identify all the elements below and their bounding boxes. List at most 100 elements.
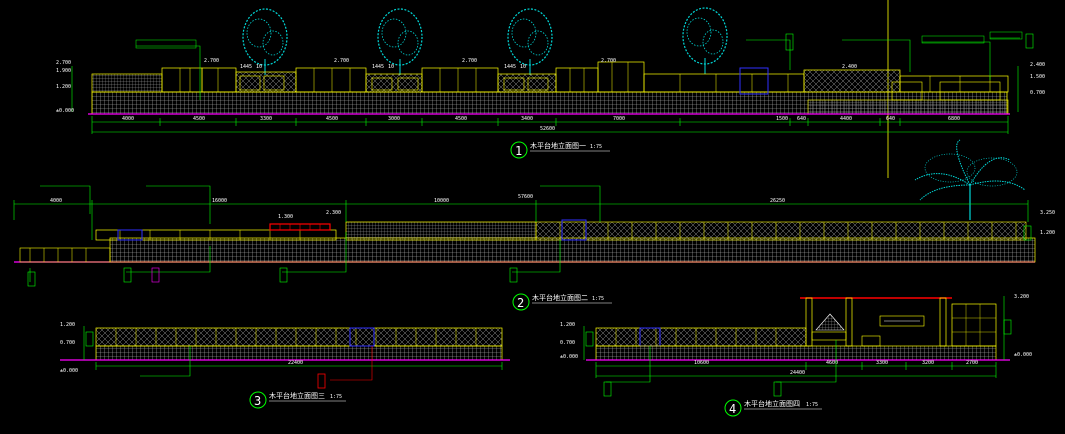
- dim-label: 57600: [518, 194, 533, 200]
- highlight-frame: [117, 229, 143, 241]
- dim-label: 7000: [613, 116, 625, 122]
- elevation-view-4: 10600 4600 3300 3200 2700 24400 1.200 0.…: [560, 294, 1032, 417]
- view-title: 木平台地立面图一: [530, 141, 586, 150]
- top-dim-label: 2.700: [204, 58, 219, 64]
- top-dim-label: 10: [256, 64, 262, 70]
- top-dim-label: 1445: [372, 64, 384, 70]
- masonry-base-right: [807, 99, 1009, 115]
- detail-mark: [27, 271, 36, 287]
- top-dim-label: 2.700: [462, 58, 477, 64]
- top-dim-label: 1445: [504, 64, 516, 70]
- view-number-circle: [249, 391, 267, 409]
- elevation-view-1: 4000 4500 3300 4500 3000 4500 3400 7000 …: [56, 31, 1045, 159]
- top-dim-label: 10: [520, 64, 526, 70]
- fence-panel: [95, 327, 503, 347]
- level-label: 1.200: [56, 84, 71, 90]
- level-label: 1.200: [560, 322, 575, 328]
- level-label: ±0.000: [60, 368, 78, 374]
- dim-label: 22400: [288, 360, 303, 366]
- masonry-base: [95, 345, 503, 361]
- view-title: 木平台地立面图三: [269, 391, 325, 400]
- glass-panels: [239, 75, 1001, 101]
- leader-lines: [606, 340, 837, 383]
- leader-lines: [29, 185, 601, 282]
- leader-lines: [136, 37, 1020, 100]
- level-label: ±0.000: [56, 108, 74, 114]
- level-label: 3.250: [1040, 210, 1055, 216]
- tree-icon: [377, 8, 423, 75]
- view-scale: 1:75: [330, 394, 342, 400]
- top-dim-label: 2.400: [842, 64, 857, 70]
- top-dim-label: 2.700: [334, 58, 349, 64]
- dim-label: 4500: [326, 116, 338, 122]
- palm-tree-icon: [914, 139, 1026, 220]
- dim-label: 4000: [122, 116, 134, 122]
- elevation-view-3: 22400 1.200 0.700 ±0.000 3 木平台地立面图三 1:75: [60, 322, 510, 409]
- masonry-base: [595, 345, 997, 361]
- view-number-circle: [512, 293, 530, 311]
- top-dim-label: 2.300: [326, 210, 341, 216]
- top-dim-label: 1.300: [278, 214, 293, 220]
- view-scale: 1:75: [592, 296, 604, 302]
- view-scale: 1:75: [806, 402, 818, 408]
- tree-icon: [507, 8, 553, 75]
- detail-mark: [317, 373, 326, 389]
- dim-label: 3200: [922, 360, 934, 366]
- detail-mark: [773, 381, 782, 397]
- detail-mark: [1023, 225, 1032, 241]
- dim-label: 3300: [260, 116, 272, 122]
- total-dim-label: 52600: [540, 126, 555, 132]
- view-number: 2: [517, 296, 524, 310]
- fence-modules: [91, 61, 1009, 93]
- leader-box: [989, 31, 1023, 40]
- leader-lines: [140, 346, 373, 381]
- detail-mark: [1025, 33, 1034, 49]
- dim-label: 2700: [966, 360, 978, 366]
- view-number: 1: [515, 144, 522, 158]
- top-dim-label: 2.700: [601, 58, 616, 64]
- view-number: 4: [729, 402, 736, 416]
- leader-box: [921, 35, 985, 44]
- highlight-frame: [349, 327, 375, 347]
- dim-label: 640: [797, 116, 806, 122]
- dim-label: 4000: [50, 198, 62, 204]
- detail-mark: [151, 267, 160, 283]
- dim-label: 4500: [193, 116, 205, 122]
- dim-label: 10600: [694, 360, 709, 366]
- level-label: 2.400: [1030, 62, 1045, 68]
- detail-mark: [785, 33, 794, 51]
- detail-mark: [585, 331, 594, 347]
- level-label: 1.500: [1030, 74, 1045, 80]
- level-label: 0.700: [60, 340, 75, 346]
- view-title: 木平台地立面图二: [532, 293, 588, 302]
- level-label: 0.700: [560, 340, 575, 346]
- detail-mark: [1003, 319, 1012, 335]
- view-number: 3: [254, 394, 261, 408]
- level-label: ±0.000: [1014, 352, 1032, 358]
- dim-label: 4600: [826, 360, 838, 366]
- detail-mark: [509, 267, 518, 283]
- leader-box: [135, 39, 197, 49]
- level-label: 2.700: [56, 60, 71, 66]
- level-label: 1.200: [60, 322, 75, 328]
- dim-label: 10000: [434, 198, 449, 204]
- top-dim-label: 10: [388, 64, 394, 70]
- level-label: 1.200: [1040, 230, 1055, 236]
- detail-mark: [123, 267, 132, 283]
- dim-label: 16000: [212, 198, 227, 204]
- elevation-view-2: 4000 16000 10000 57600 26250 1.300 2.300…: [13, 185, 1055, 311]
- view-scale: 1:75: [590, 144, 602, 150]
- fence-panel: [595, 327, 807, 347]
- level-label: 1.900: [56, 68, 71, 74]
- fence-modules: [535, 221, 1027, 241]
- tree-group: [242, 7, 1026, 220]
- screen-wall: [345, 221, 537, 241]
- dim-label: 6800: [948, 116, 960, 122]
- detail-mark: [85, 331, 94, 347]
- view-title: 木平台地立面图四: [744, 399, 800, 408]
- railing: [95, 229, 337, 241]
- total-dim-label: 24400: [790, 370, 805, 376]
- dim-label: 3000: [388, 116, 400, 122]
- tree-icon: [682, 7, 728, 74]
